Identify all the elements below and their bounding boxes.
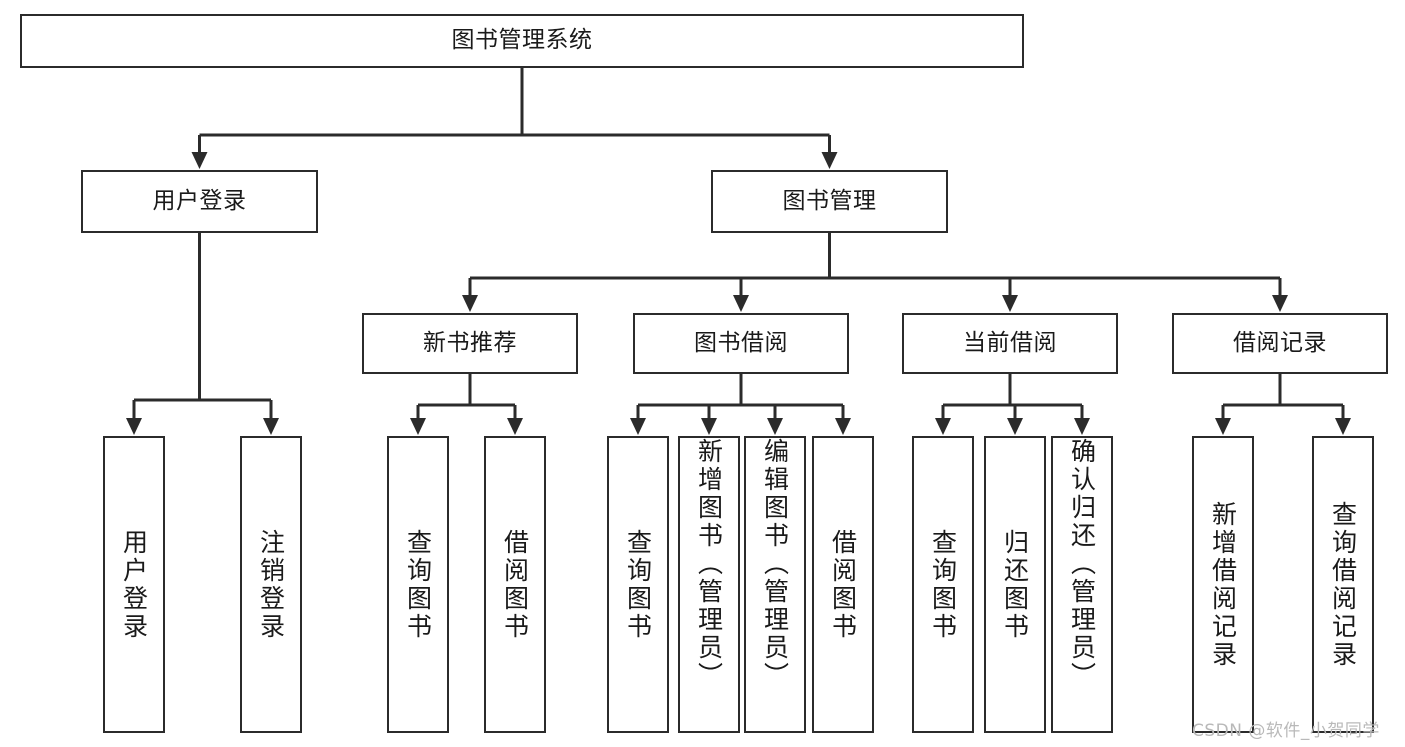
arrow-head-icon — [1272, 295, 1288, 312]
node-label: 借阅记录 — [1233, 329, 1327, 356]
arrow-head-icon — [263, 418, 279, 435]
node-label: 借阅图书 — [500, 528, 530, 641]
node-label: 图书管理 — [782, 187, 877, 214]
node-book-manage[interactable]: 图书管理 — [711, 170, 948, 233]
arrow-head-icon — [410, 418, 426, 435]
node-label: 图书管理系统 — [451, 27, 593, 54]
arrow-head-icon — [701, 418, 717, 435]
node-label: 编辑图书（管理员） — [760, 438, 790, 690]
arrow-head-icon — [1074, 418, 1090, 435]
node-label: 借阅图书 — [828, 528, 858, 641]
node-leaf-user-login[interactable]: 用户登录 — [103, 436, 165, 733]
arrow-head-icon — [733, 295, 749, 312]
arrow-head-icon — [767, 418, 783, 435]
node-label: 新书推荐 — [423, 329, 517, 356]
arrow-head-icon — [462, 295, 478, 312]
node-label: 查询图书 — [403, 528, 433, 641]
arrow-head-icon — [126, 418, 142, 435]
node-leaf-add-book[interactable]: 新增图书（管理员） — [678, 436, 740, 733]
node-leaf-query-record[interactable]: 查询借阅记录 — [1312, 436, 1374, 733]
node-label: 当前借阅 — [963, 329, 1057, 356]
node-leaf-borrow-book-1[interactable]: 借阅图书 — [484, 436, 546, 733]
node-leaf-confirm-return[interactable]: 确认归还（管理员） — [1051, 436, 1113, 733]
arrow-head-icon — [1335, 418, 1351, 435]
node-leaf-borrow-book-2[interactable]: 借阅图书 — [812, 436, 874, 733]
arrow-head-icon — [507, 418, 523, 435]
arrow-head-icon — [191, 152, 208, 169]
node-label: 归还图书 — [1000, 528, 1030, 641]
node-label: 用户登录 — [152, 187, 247, 214]
arrow-head-icon — [935, 418, 951, 435]
node-borrow-record[interactable]: 借阅记录 — [1172, 313, 1388, 374]
node-leaf-query-book-3[interactable]: 查询图书 — [912, 436, 974, 733]
node-label: 查询借阅记录 — [1328, 500, 1358, 669]
arrow-head-icon — [1002, 295, 1018, 312]
node-leaf-add-record[interactable]: 新增借阅记录 — [1192, 436, 1254, 733]
arrow-head-icon — [1215, 418, 1231, 435]
node-leaf-query-book-2[interactable]: 查询图书 — [607, 436, 669, 733]
node-user-login[interactable]: 用户登录 — [81, 170, 318, 233]
node-new-book-rec[interactable]: 新书推荐 — [362, 313, 578, 374]
node-leaf-logout[interactable]: 注销登录 — [240, 436, 302, 733]
node-label: 查询图书 — [623, 528, 653, 641]
node-book-borrow[interactable]: 图书借阅 — [633, 313, 849, 374]
node-label: 查询图书 — [928, 528, 958, 641]
node-root[interactable]: 图书管理系统 — [20, 14, 1024, 68]
node-current-borrow[interactable]: 当前借阅 — [902, 313, 1118, 374]
node-label: 确认归还（管理员） — [1067, 438, 1097, 690]
node-label: 新增借阅记录 — [1208, 500, 1238, 669]
node-leaf-edit-book[interactable]: 编辑图书（管理员） — [744, 436, 806, 733]
arrow-head-icon — [1007, 418, 1023, 435]
node-label: 用户登录 — [119, 528, 149, 641]
arrow-head-icon — [630, 418, 646, 435]
node-label: 注销登录 — [256, 528, 286, 641]
arrow-head-icon — [835, 418, 851, 435]
node-label: 图书借阅 — [694, 329, 788, 356]
arrow-head-icon — [821, 152, 838, 169]
node-leaf-return-book[interactable]: 归还图书 — [984, 436, 1046, 733]
node-label: 新增图书（管理员） — [694, 438, 724, 690]
node-leaf-query-book-1[interactable]: 查询图书 — [387, 436, 449, 733]
